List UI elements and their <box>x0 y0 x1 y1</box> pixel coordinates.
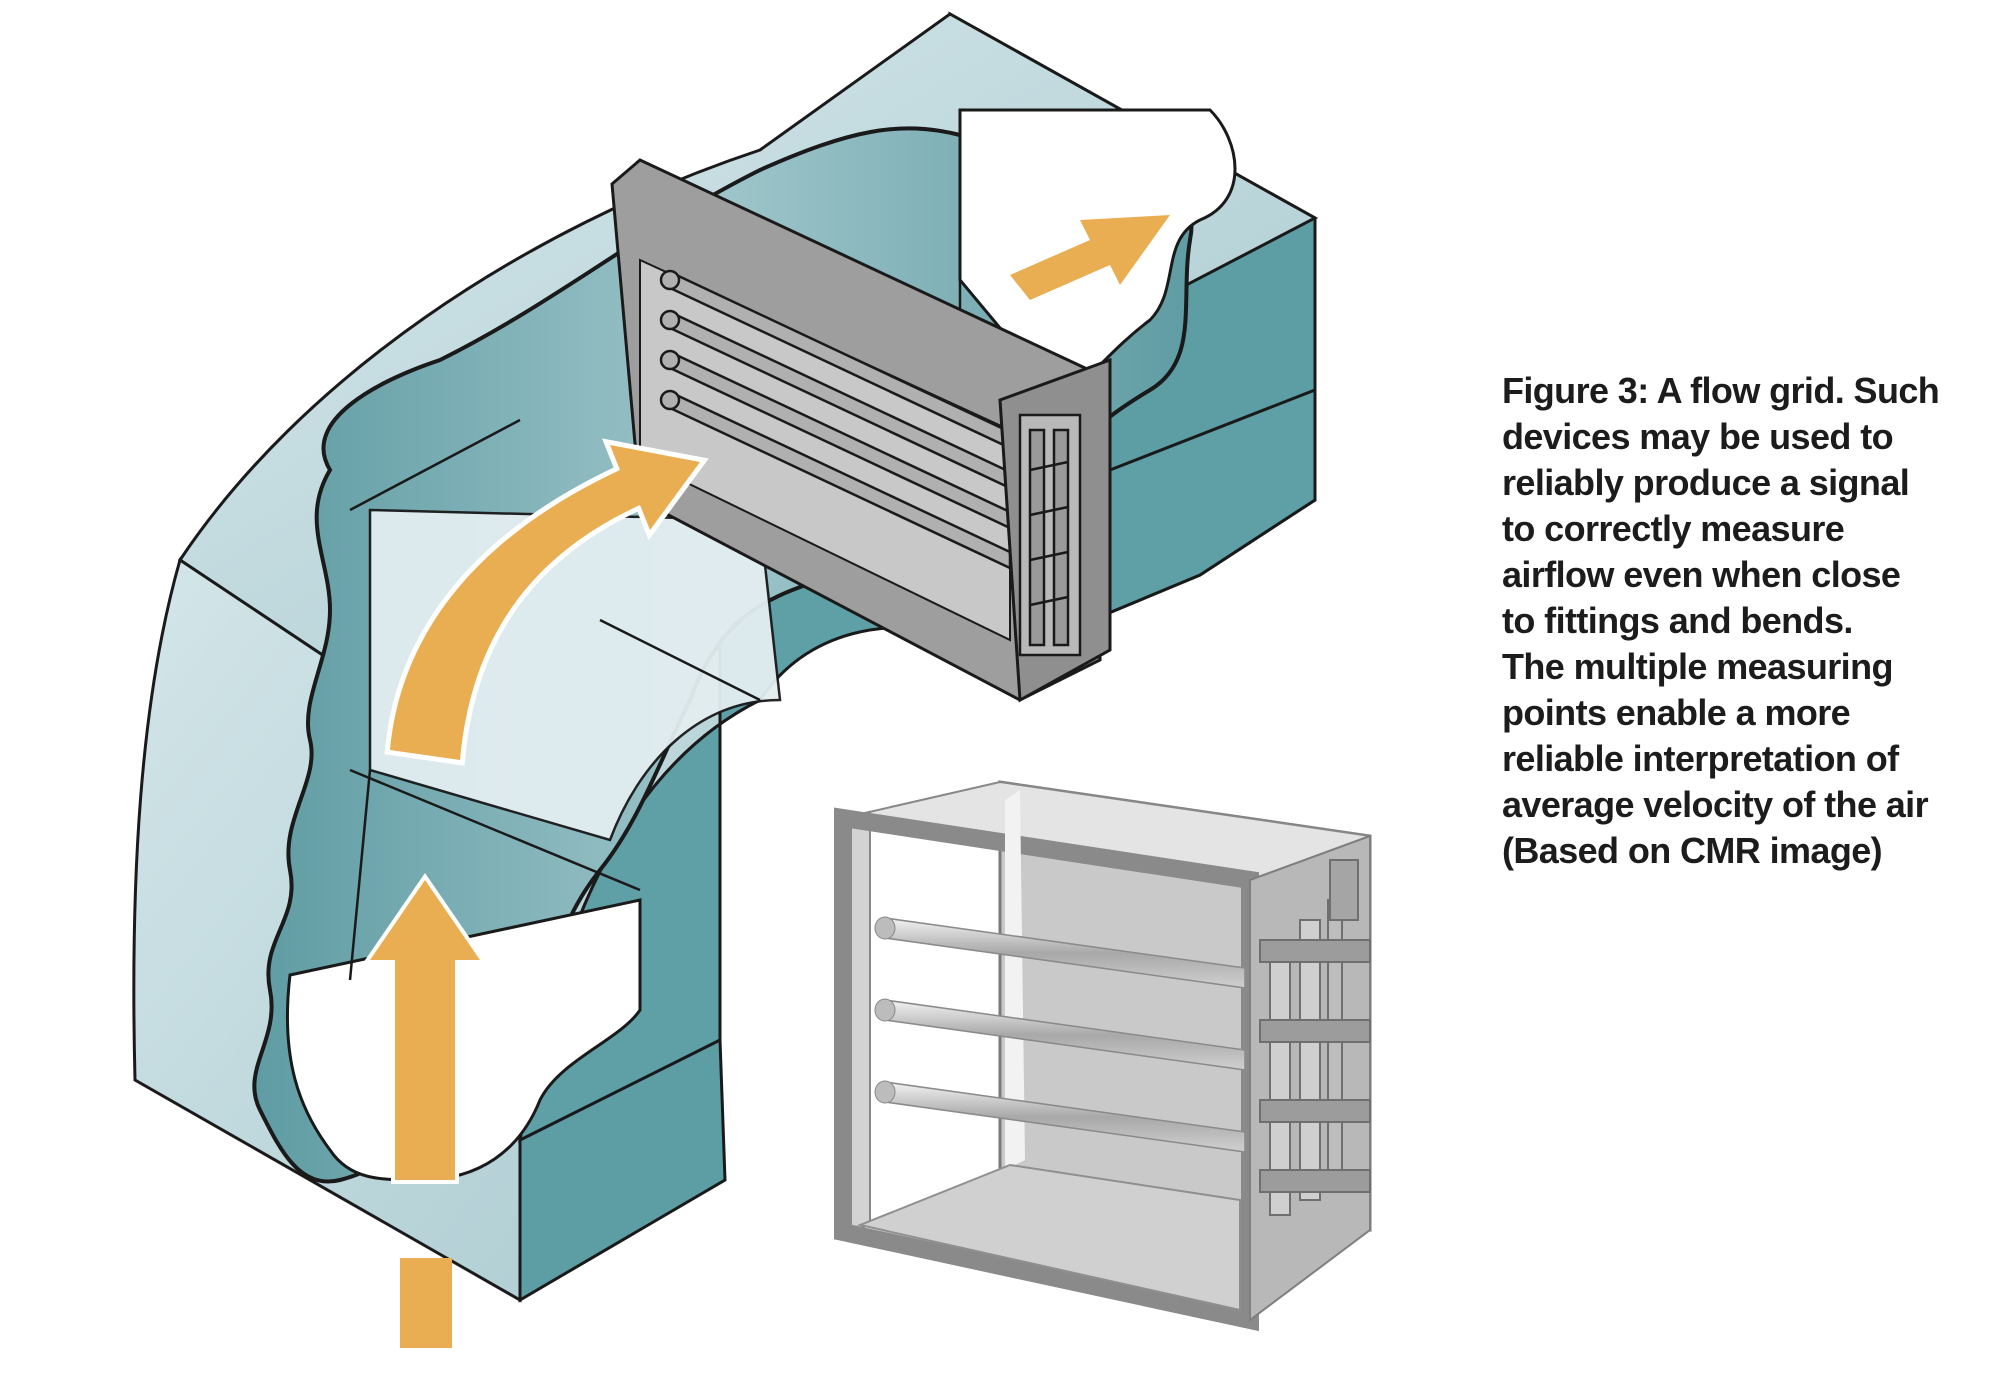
caption-line: airflow even when close <box>1502 554 1901 595</box>
flow-grid-in-duct <box>610 158 1112 703</box>
caption-line: devices may be used to <box>1502 416 1894 457</box>
caption-line: The multiple measuring <box>1502 646 1893 687</box>
airflow-arrow-icon <box>362 215 1170 1348</box>
caption-line: to correctly measure <box>1502 508 1845 549</box>
flow-grid-device-illustration <box>834 780 1372 1332</box>
airflow-arrow-lower <box>362 872 488 1184</box>
caption-line: points enable a more <box>1502 692 1851 733</box>
figure-caption: Figure 3: A flow grid. Such devices may … <box>1502 368 1982 874</box>
airflow-arrow-curved <box>384 438 709 766</box>
airflow-arrow-inlet-stub <box>400 1258 452 1348</box>
grid-side-manifold <box>1018 413 1082 657</box>
caption-line: Figure 3: A flow grid. Such <box>1502 370 1940 411</box>
caption-line: reliably produce a signal <box>1502 462 1910 503</box>
caption-line: (Based on CMR image) <box>1502 830 1883 871</box>
device-bottom-face <box>856 1163 1241 1312</box>
grid-measuring-rods <box>659 269 1012 570</box>
caption-line: average velocity of the air <box>1502 784 1929 825</box>
caption-line: to fittings and bends. <box>1502 600 1853 641</box>
caption-line: reliable interpretation of <box>1502 738 1899 779</box>
airflow-arrow-outlet <box>1010 215 1170 300</box>
device-side-manifold <box>1259 859 1371 1216</box>
device-measuring-rods <box>874 916 1246 1153</box>
